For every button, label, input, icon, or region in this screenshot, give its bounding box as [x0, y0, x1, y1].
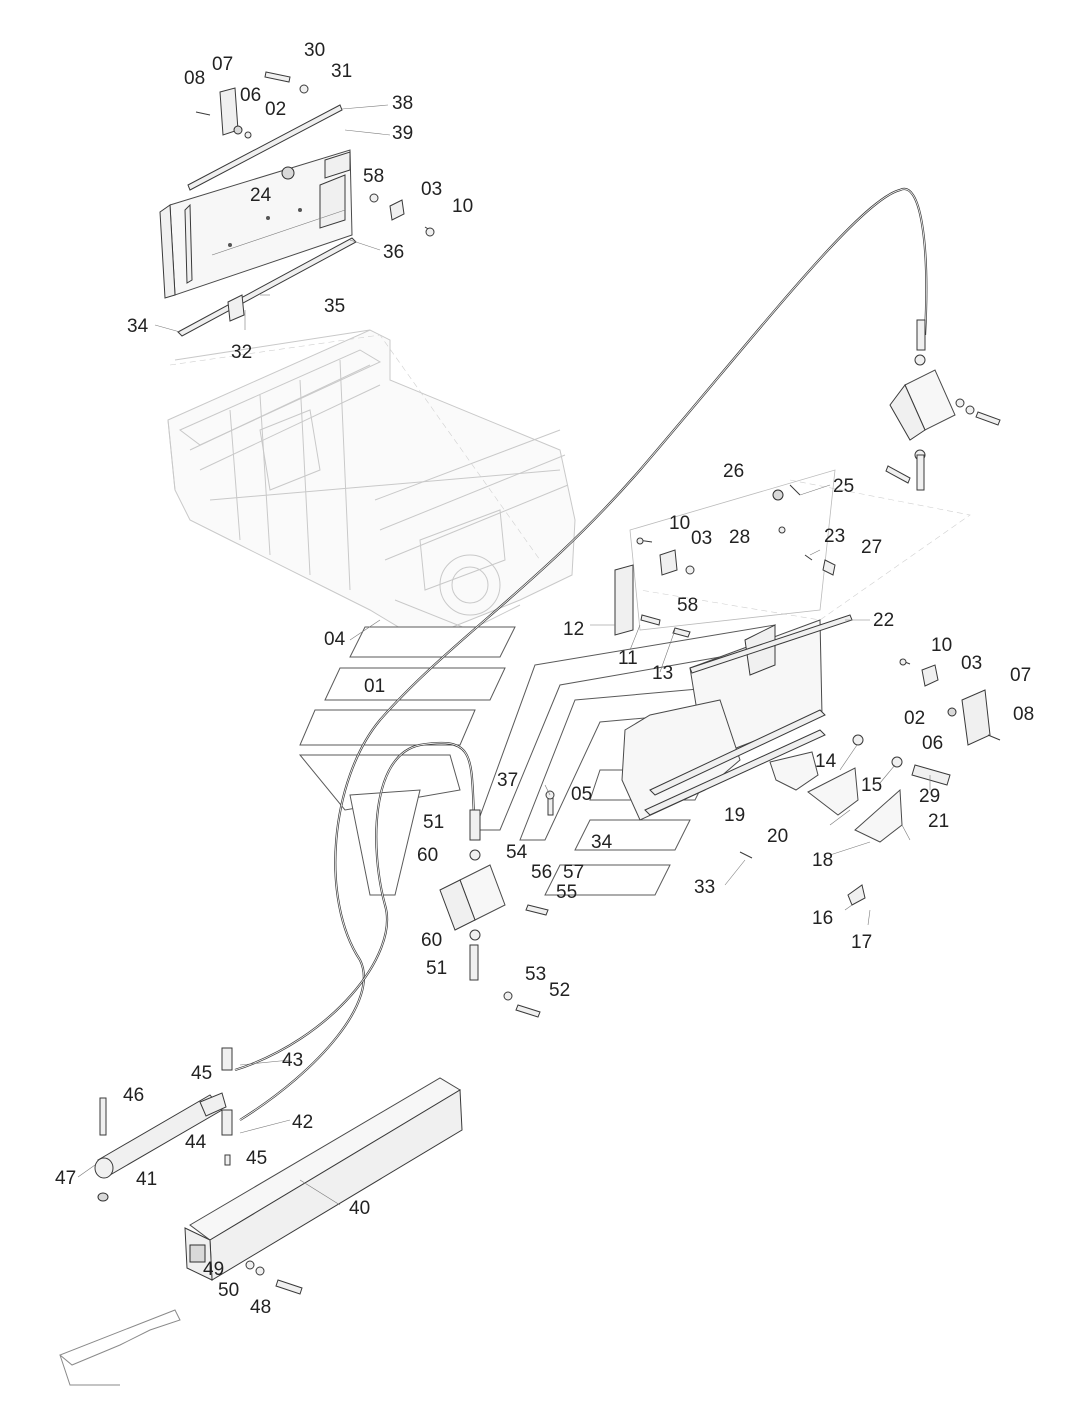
callout-37: 37	[497, 770, 518, 791]
callout-34: 34	[591, 832, 613, 853]
callout-08: 08	[184, 68, 205, 89]
callout-26: 26	[723, 461, 744, 482]
direction-arrow-icon	[59, 1309, 181, 1386]
callout-51: 51	[426, 958, 447, 979]
callout-50: 50	[218, 1280, 239, 1301]
callout-58: 58	[363, 166, 384, 187]
assembly-guide-lines	[169, 334, 971, 631]
callout-41: 41	[136, 1169, 157, 1190]
callout-18: 18	[812, 850, 833, 871]
callout-15: 15	[861, 775, 882, 796]
callout-25: 25	[833, 476, 854, 497]
callout-56: 56	[531, 862, 552, 883]
callout-19: 19	[724, 805, 745, 826]
callout-20: 20	[767, 826, 788, 847]
callout-leader-lines	[77, 104, 931, 1206]
callout-04: 04	[324, 629, 346, 650]
callout-29: 29	[919, 786, 940, 807]
callout-10: 10	[931, 635, 952, 656]
callout-52: 52	[549, 980, 570, 1001]
callout-23: 23	[824, 526, 845, 547]
callout-47: 47	[55, 1168, 76, 1189]
callout-03: 03	[691, 528, 712, 549]
callout-57: 57	[563, 862, 584, 883]
callout-36: 36	[383, 242, 404, 263]
handle-box-40	[184, 1077, 463, 1281]
callout-06: 06	[922, 733, 943, 754]
callout-34: 34	[127, 316, 149, 337]
callout-14: 14	[815, 751, 837, 772]
right-fasteners	[899, 658, 1001, 746]
short-control-cable	[234, 741, 477, 1072]
callout-31: 31	[331, 61, 352, 82]
callout-30: 30	[304, 40, 325, 61]
callout-43: 43	[282, 1050, 303, 1071]
split-guard-plates	[739, 751, 903, 906]
callout-02: 02	[904, 708, 925, 729]
callout-05: 05	[571, 784, 592, 805]
callout-02: 02	[265, 99, 286, 120]
callout-42: 42	[292, 1112, 313, 1133]
top-rail-38	[187, 104, 343, 191]
callout-24: 24	[250, 185, 272, 206]
callout-48: 48	[250, 1297, 271, 1318]
callout-53: 53	[525, 964, 546, 985]
middle-right-panel	[614, 484, 836, 638]
callout-39: 39	[392, 123, 413, 144]
lever-pins	[97, 1047, 233, 1202]
callout-07: 07	[212, 54, 233, 75]
callout-17: 17	[851, 932, 872, 953]
callout-13: 13	[652, 663, 673, 684]
callout-16: 16	[812, 908, 833, 929]
callout-54: 54	[506, 842, 528, 863]
lever-tube-41	[94, 1092, 227, 1179]
callout-44: 44	[185, 1132, 207, 1153]
long-control-cable	[239, 187, 928, 1121]
callout-60: 60	[421, 930, 442, 951]
callout-55: 55	[556, 882, 577, 903]
callout-58: 58	[677, 595, 698, 616]
callout-01: 01	[364, 676, 385, 697]
callout-11: 11	[618, 648, 638, 669]
upper-cable-bracket	[885, 319, 1001, 491]
callout-12: 12	[563, 619, 584, 640]
callout-10: 10	[452, 196, 473, 217]
callout-45: 45	[191, 1063, 212, 1084]
callout-06: 06	[240, 85, 261, 106]
lower-right-panel	[621, 614, 951, 821]
callout-38: 38	[392, 93, 413, 114]
handle-fasteners	[245, 1260, 303, 1295]
callout-03: 03	[421, 179, 442, 200]
callout-33: 33	[694, 877, 715, 898]
callout-21: 21	[928, 811, 949, 832]
callout-27: 27	[861, 537, 882, 558]
callout-45: 45	[246, 1148, 267, 1169]
callout-46: 46	[123, 1085, 144, 1106]
callout-10: 10	[669, 513, 690, 534]
callout-28: 28	[729, 527, 750, 548]
lower-cable-bracket	[439, 790, 555, 1018]
callout-22: 22	[873, 610, 894, 631]
callout-08: 08	[1013, 704, 1034, 725]
callout-03: 03	[961, 653, 982, 674]
callout-51: 51	[423, 812, 444, 833]
callout-32: 32	[231, 342, 252, 363]
callout-60: 60	[417, 845, 438, 866]
top-side-panel	[159, 149, 353, 299]
top-fasteners	[195, 71, 435, 237]
callout-49: 49	[203, 1259, 224, 1280]
callout-07: 07	[1010, 665, 1031, 686]
callout-40: 40	[349, 1198, 370, 1219]
callout-labels: 30 31 07 08 06 02 38 39 58 03 10 24 36 3…	[55, 40, 1034, 1318]
callout-35: 35	[324, 296, 345, 317]
